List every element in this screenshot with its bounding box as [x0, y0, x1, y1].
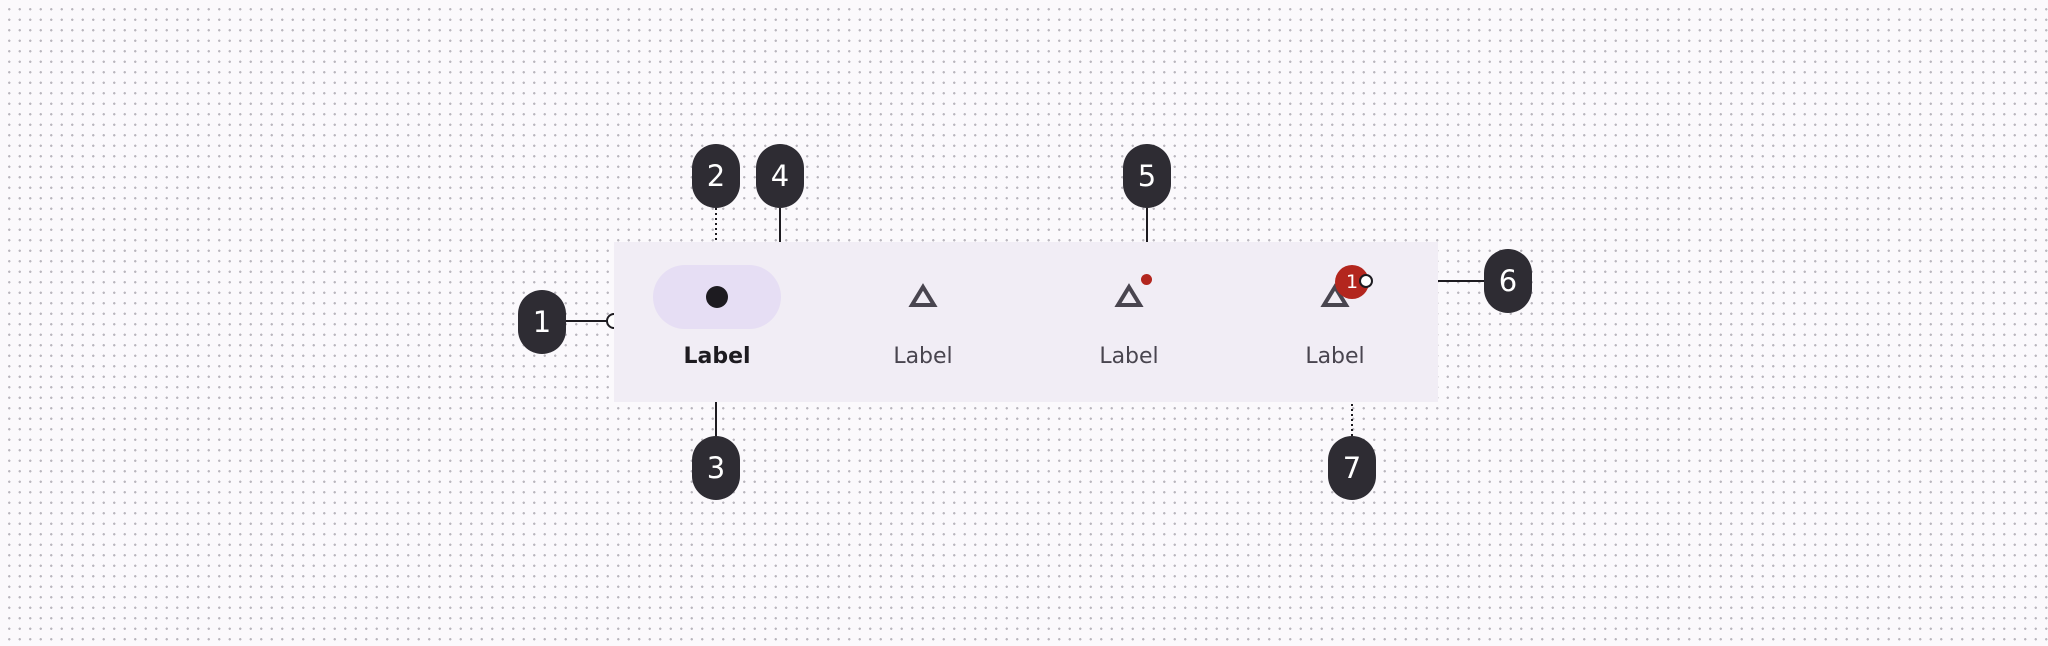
small-badge	[1141, 274, 1152, 285]
nav-item-2[interactable]: Label	[820, 242, 1026, 402]
nav-item-1[interactable]: Label	[614, 242, 820, 402]
callout-5: 5	[1123, 144, 1171, 208]
callout-7: 7	[1328, 436, 1376, 500]
callout-1: 1	[518, 290, 566, 354]
triangle-icon	[1105, 273, 1153, 321]
nav-item-label: Label	[1305, 344, 1365, 369]
nav-item-label: Label	[683, 344, 751, 369]
navigation-bar: Label Label Label Label	[614, 242, 1438, 402]
filled-circle-icon	[693, 273, 741, 321]
triangle-icon	[1311, 273, 1359, 321]
callout-6: 6	[1484, 249, 1532, 313]
nav-item-3[interactable]: Label	[1026, 242, 1232, 402]
callout-3: 3	[692, 436, 740, 500]
callout-4: 4	[756, 144, 804, 208]
callout-2: 2	[692, 144, 740, 208]
nav-item-4[interactable]: Label	[1232, 242, 1438, 402]
triangle-icon	[899, 273, 947, 321]
large-badge: 1	[1335, 265, 1369, 299]
nav-item-label: Label	[1099, 344, 1159, 369]
nav-item-label: Label	[893, 344, 953, 369]
